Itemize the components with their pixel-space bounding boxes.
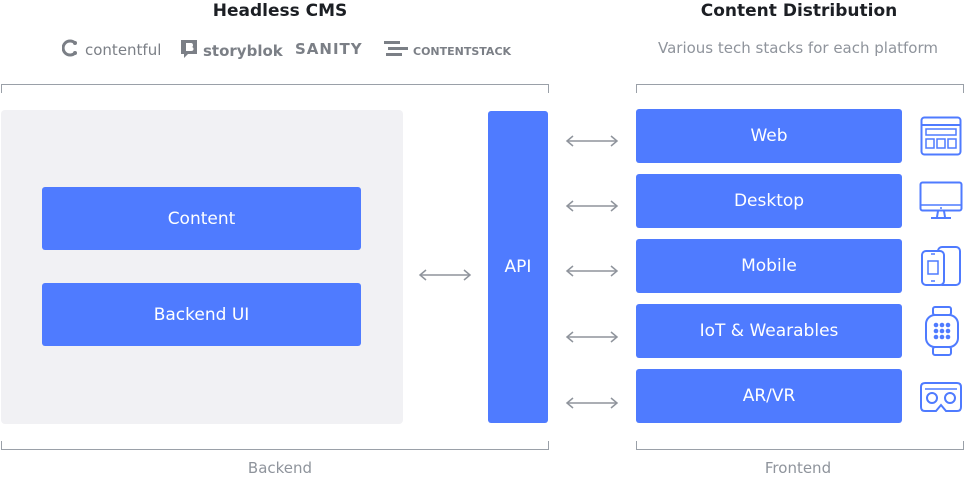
platform-iot-wearables: IoT & Wearables [636,304,902,358]
contentful-logo: contentful [61,39,162,61]
storyblok-logo-label: storyblok [203,42,283,60]
arrow-mobile [565,265,619,277]
arrow-arvr [565,397,619,409]
storyblok-logo-icon [180,39,198,63]
vr-headset-icon [919,380,963,414]
contentstack-logo-label: CONTENTSTACK [413,44,512,58]
backend-top-bracket [1,84,549,93]
mobile-phones-icon [920,245,962,287]
contentstack-logo-icon [384,40,408,62]
desktop-monitor-icon [919,181,963,221]
platform-web: Web [636,109,902,163]
contentful-logo-label: contentful [85,41,162,59]
api-column: API [488,111,548,423]
sanity-logo: SANITY [295,40,363,58]
backend-ui-block: Backend UI [42,283,361,346]
backend-panel [1,110,403,424]
arrow-desktop [565,200,619,212]
platform-ar-vr: AR/VR [636,369,902,423]
content-distribution-title: Content Distribution [700,1,898,21]
content-block: Content [42,187,361,250]
sanity-logo-label: SANITY [295,40,363,58]
contentstack-logo: CONTENTSTACK [384,40,511,62]
distribution-subtitle: Various tech stacks for each platform [658,39,938,57]
platform-desktop: Desktop [636,174,902,228]
frontend-footer-label: Frontend [764,459,832,477]
platform-mobile: Mobile [636,239,902,293]
frontend-bottom-bracket [636,441,964,450]
browser-window-icon [920,116,962,156]
headless-cms-title: Headless CMS [212,1,348,21]
frontend-top-bracket [636,84,964,93]
storyblok-logo: storyblok [180,39,283,63]
backend-bottom-bracket [1,441,549,450]
backend-footer-label: Backend [247,459,313,477]
smartwatch-icon [924,306,960,356]
arrow-iot [565,331,619,343]
contentful-logo-icon [61,39,80,61]
arrow-web [565,135,619,147]
backend-api-arrow [418,269,472,281]
